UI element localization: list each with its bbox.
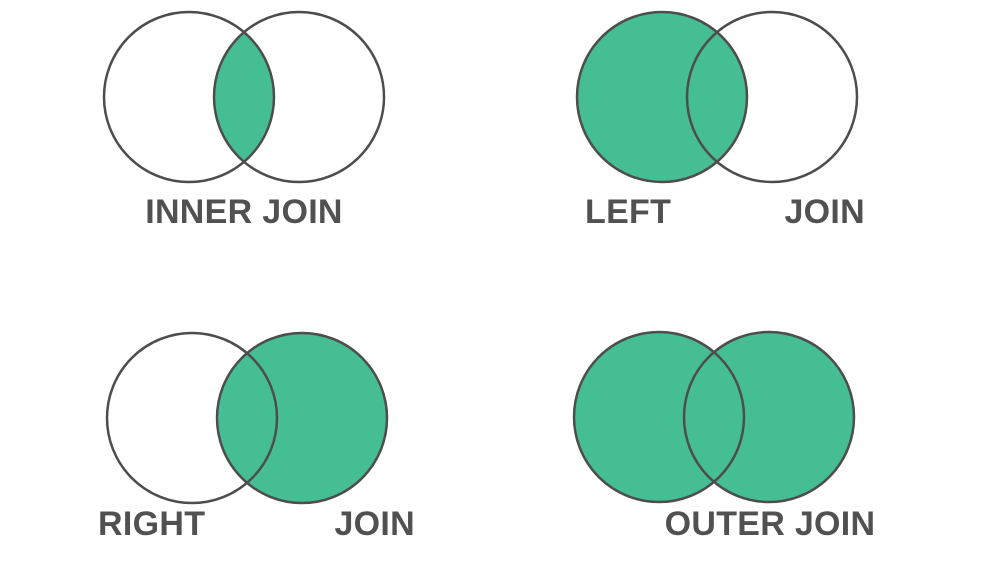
right-circle-outline bbox=[212, 10, 386, 184]
right-join-label: RIGHT JOIN bbox=[98, 507, 415, 541]
right-circle-outline bbox=[215, 331, 389, 505]
left-circle-outline bbox=[572, 330, 746, 504]
right-join-label-word-right: JOIN bbox=[334, 505, 415, 543]
right-circle-outline bbox=[682, 330, 856, 504]
left-circle-outline bbox=[102, 10, 276, 184]
right-circle-outline bbox=[685, 10, 859, 184]
intersection-region bbox=[684, 352, 744, 482]
outer-join-label: OUTER JOIN bbox=[664, 505, 876, 543]
inner-join-fill-layer bbox=[104, 12, 384, 182]
right-join-outline-layer bbox=[105, 331, 389, 505]
outer-join-venn bbox=[572, 330, 856, 504]
inner-join-venn bbox=[102, 10, 386, 184]
inner-join-outline-layer bbox=[102, 10, 386, 184]
left-join-fill-layer bbox=[577, 12, 857, 182]
left-circle-outline bbox=[575, 10, 749, 184]
right-join-venn bbox=[105, 331, 389, 505]
intersection-region bbox=[214, 32, 274, 162]
left-join-label-word-right: JOIN bbox=[784, 193, 865, 231]
right-join-label-word-left: RIGHT bbox=[98, 505, 206, 543]
right-join-fill-layer bbox=[107, 333, 387, 503]
left-join-label-word-left: LEFT bbox=[585, 193, 672, 231]
left-join-label: LEFT JOIN bbox=[585, 195, 865, 229]
outer-join-fill-layer bbox=[574, 332, 854, 502]
intersection-region bbox=[217, 353, 277, 483]
left-circle-outline bbox=[105, 331, 279, 505]
inner-join-label: INNER JOIN bbox=[145, 193, 343, 231]
outer-join-outline-layer bbox=[572, 330, 856, 504]
intersection-region bbox=[687, 32, 747, 162]
left-join-outline-layer bbox=[575, 10, 859, 184]
left-join-venn bbox=[575, 10, 859, 184]
